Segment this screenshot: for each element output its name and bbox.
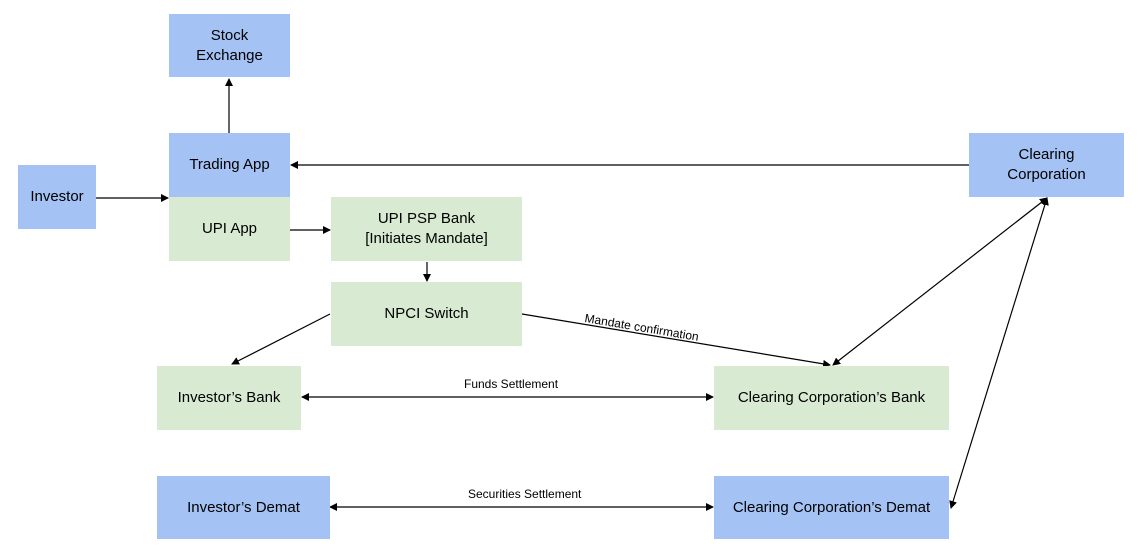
investors-demat-label: Investor’s Demat [187, 498, 300, 516]
stock-exchange-box: Stock Exchange [169, 14, 290, 77]
investor-label: Investor [30, 188, 84, 205]
cc-demat-label: Clearing Corporation’s Demat [732, 498, 931, 516]
clearing-corporation-box: Clearing Corporation [969, 133, 1124, 197]
cc-demat-box: Clearing Corporation’s Demat [714, 476, 949, 539]
arrow-npci-to-cc-bank [521, 313, 831, 368]
funds-settlement-label: Funds Settlement [464, 377, 559, 391]
stock-exchange-label: Stock Exchange [196, 26, 263, 64]
investors-bank-box: Investor’s Bank [157, 366, 301, 430]
cc-bank-label: Clearing Corporation’s Bank [737, 389, 926, 406]
npci-switch-label: NPCI Switch [384, 305, 469, 322]
arrow-cc-cc-demat [949, 197, 1049, 509]
trading-app-label: Trading App [189, 156, 270, 173]
investors-demat-box: Investor’s Demat [157, 476, 330, 539]
clearing-corporation-label: Clearing Corporation [1007, 146, 1086, 183]
upi-psp-bank-label: UPI PSP Bank [Initiates Mandate] [365, 210, 488, 247]
npci-switch-box: NPCI Switch [331, 282, 522, 346]
investors-bank-label: Investor’s Bank [177, 389, 281, 406]
arrow-npci-to-investors-bank [231, 313, 331, 365]
investor-box: Investor [18, 165, 96, 229]
securities-settlement-label: Securities Settlement [468, 487, 582, 501]
trading-app-box: Trading App [169, 133, 290, 197]
arrow-cc-cc-bank [832, 197, 1048, 366]
upi-app-box: UPI App [169, 197, 290, 261]
upi-psp-bank-box: UPI PSP Bank [Initiates Mandate] [331, 197, 522, 261]
upi-app-label: UPI App [201, 220, 258, 237]
cc-bank-box: Clearing Corporation’s Bank [714, 366, 949, 430]
